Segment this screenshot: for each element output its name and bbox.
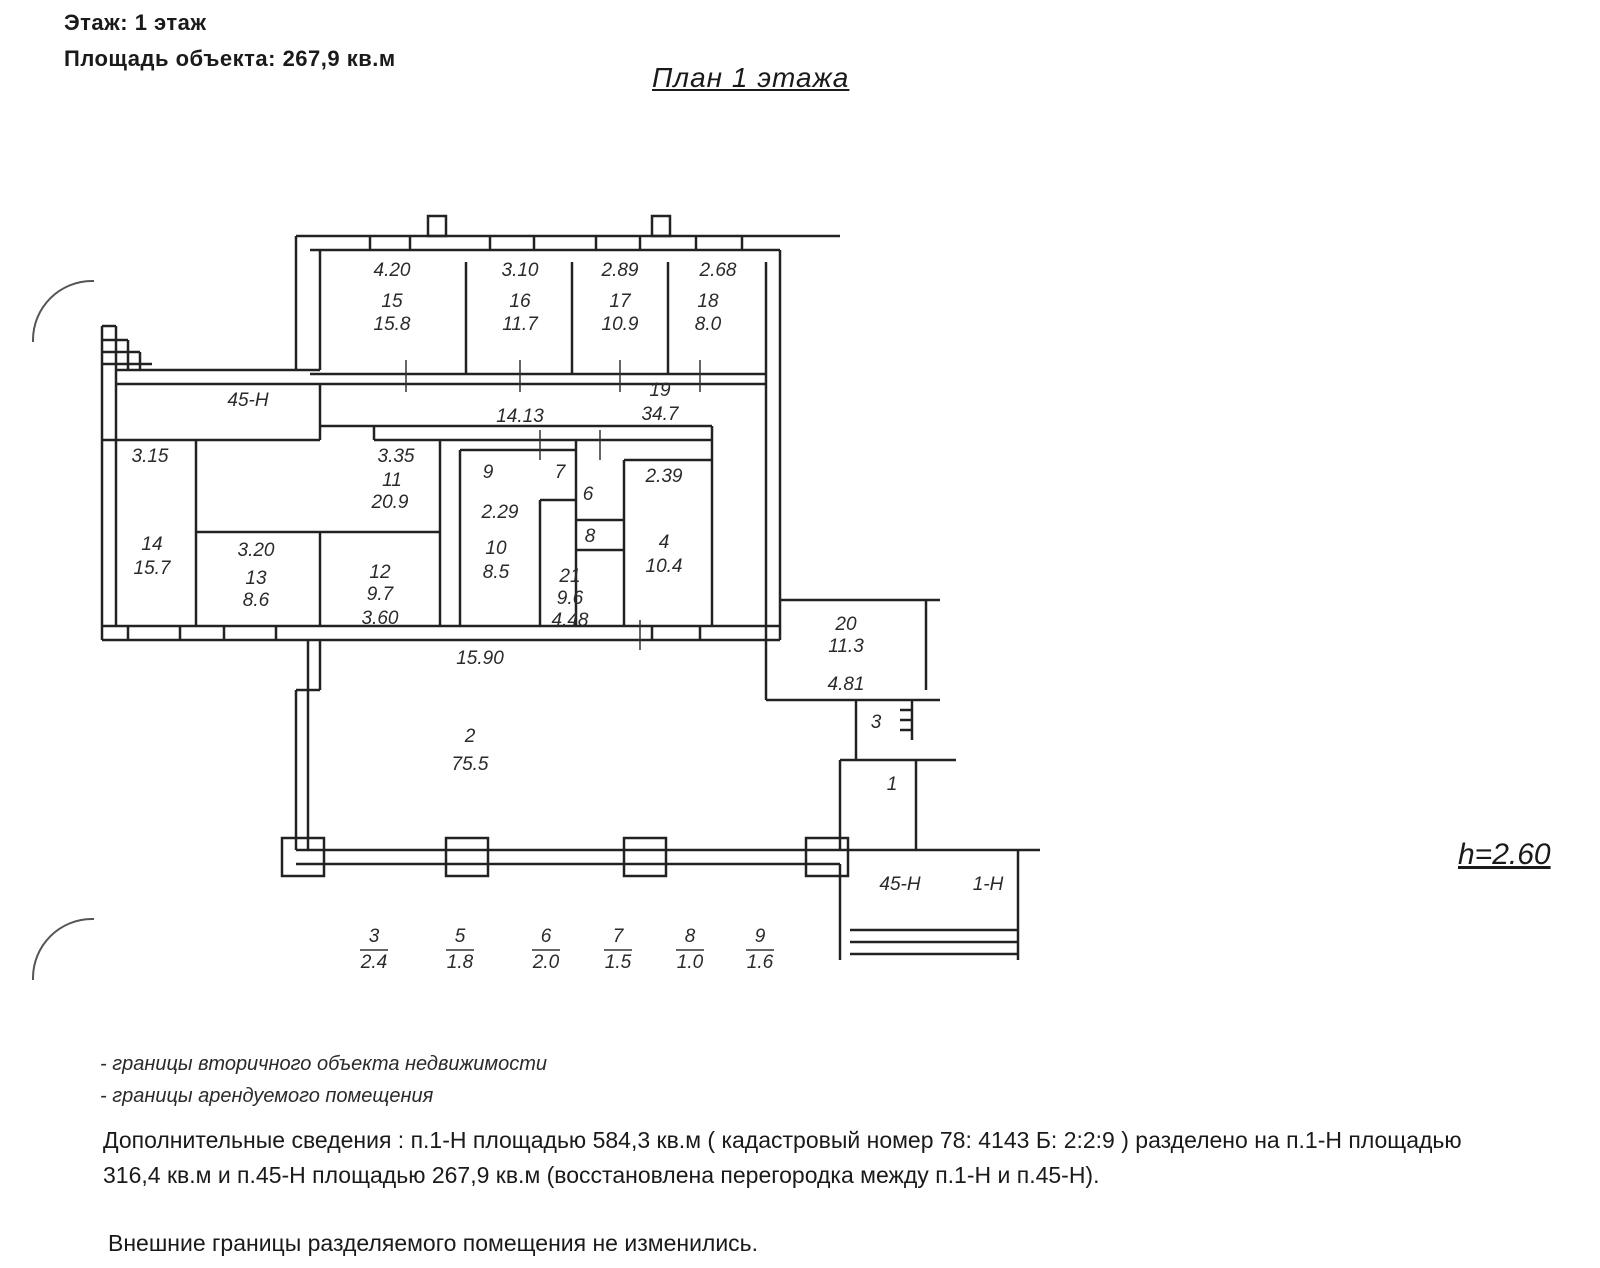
floor-label: Этаж: 1 этаж <box>64 10 207 35</box>
corridor-bottom-label: 15.90 <box>456 648 504 669</box>
table-area-6: 2.0 <box>532 952 560 973</box>
room-17-area: 10.9 <box>602 314 639 335</box>
table-no-5: 5 <box>455 926 466 947</box>
room-18-area: 8.0 <box>695 314 722 335</box>
plan-walls <box>100 214 1040 960</box>
room-12-top: 3.60 <box>362 608 399 629</box>
ceiling-height-note: h=2.60 <box>1458 838 1551 871</box>
room-21-area: 9.6 <box>557 588 584 609</box>
room-11-no: 11 <box>382 470 402 491</box>
additional-info: Дополнительные сведения : п.1-Н площадью… <box>103 1127 1462 1188</box>
room-7-no: 7 <box>555 462 567 483</box>
room-1-no: 1 <box>887 774 898 795</box>
n45-left-label: 45-Н <box>227 390 268 411</box>
room-16-area: 11.7 <box>502 314 539 335</box>
plan-title: План 1 этажа <box>652 62 850 93</box>
room-4-no: 4 <box>659 532 670 553</box>
room-18-top: 2.68 <box>699 260 737 281</box>
table-no-8: 8 <box>685 926 696 947</box>
room-12-no: 12 <box>369 562 391 583</box>
room-16-no: 16 <box>509 291 531 312</box>
n45-bottom-label: 45-Н <box>879 874 920 895</box>
room-13-no: 13 <box>245 568 267 589</box>
room-4-area: 10.4 <box>646 556 683 577</box>
room-13-area: 8.6 <box>243 590 270 611</box>
room-6-no: 6 <box>583 484 594 505</box>
table-no-3: 3 <box>369 926 380 947</box>
room-21-top: 4.48 <box>552 610 589 631</box>
table-no-6: 6 <box>541 926 552 947</box>
room-20-area: 11.3 <box>828 636 864 657</box>
legend-secondary-object: - границы вторичного объекта недвижимост… <box>100 1053 548 1075</box>
room-10-no: 10 <box>485 538 507 559</box>
room-3-no: 3 <box>871 712 882 733</box>
room-14-area: 15.7 <box>134 558 172 579</box>
room-8-no: 8 <box>585 526 596 547</box>
table-no-9: 9 <box>755 926 766 947</box>
bottom-area-table: 3 2.4 5 1.8 6 2.0 7 1.5 8 1.0 9 1.6 <box>360 926 774 973</box>
room-21-no: 21 <box>558 566 580 587</box>
table-area-5: 1.8 <box>447 952 474 973</box>
room-10-area: 8.5 <box>483 562 510 583</box>
legend-rented-premises: - границы арендуемого помещения <box>100 1085 434 1107</box>
room-18-no: 18 <box>697 291 719 312</box>
room-16-top: 3.10 <box>502 260 539 281</box>
room-12-area: 9.7 <box>367 584 395 605</box>
boundaries-note: Внешние границы разделяемого помещения н… <box>108 1230 759 1256</box>
room-2-no: 2 <box>464 726 476 747</box>
room-17-top: 2.89 <box>601 260 639 281</box>
room-4-top: 2.39 <box>645 466 683 487</box>
room-20-top: 4.81 <box>828 674 865 695</box>
room-19-no: 19 <box>649 380 671 401</box>
room-13-top: 3.20 <box>238 540 275 561</box>
table-area-9: 1.6 <box>747 952 774 973</box>
room-15-no: 15 <box>381 291 403 312</box>
table-area-8: 1.0 <box>677 952 704 973</box>
room-labels: 4.20 15 15.8 3.10 16 11.7 2.89 17 10.9 2… <box>132 260 1004 895</box>
room-11-top: 3.35 <box>378 446 415 467</box>
object-area-label: Площадь объекта: 267,9 кв.м <box>64 46 396 71</box>
room-10-top: 2.29 <box>481 502 519 523</box>
dimension-ticks <box>405 360 701 650</box>
room-15-area: 15.8 <box>374 314 411 335</box>
room-17-no: 17 <box>609 291 632 312</box>
room-2-area: 75.5 <box>452 754 489 775</box>
table-area-7: 1.5 <box>605 952 632 973</box>
room-14-no: 14 <box>141 534 162 555</box>
room-14-top: 3.15 <box>132 446 169 467</box>
n1-label: 1-Н <box>973 874 1004 895</box>
room-15-top: 4.20 <box>374 260 411 281</box>
table-no-7: 7 <box>613 926 625 947</box>
room-11-area: 20.9 <box>371 492 409 513</box>
room-19-area: 34.7 <box>642 404 680 425</box>
floor-plan: 4.20 15 15.8 3.10 16 11.7 2.89 17 10.9 2… <box>100 214 1040 973</box>
table-area-3: 2.4 <box>360 952 387 973</box>
room-9-no: 9 <box>483 462 494 483</box>
room-20-no: 20 <box>834 614 857 635</box>
corridor-label: 14.13 <box>496 406 544 427</box>
